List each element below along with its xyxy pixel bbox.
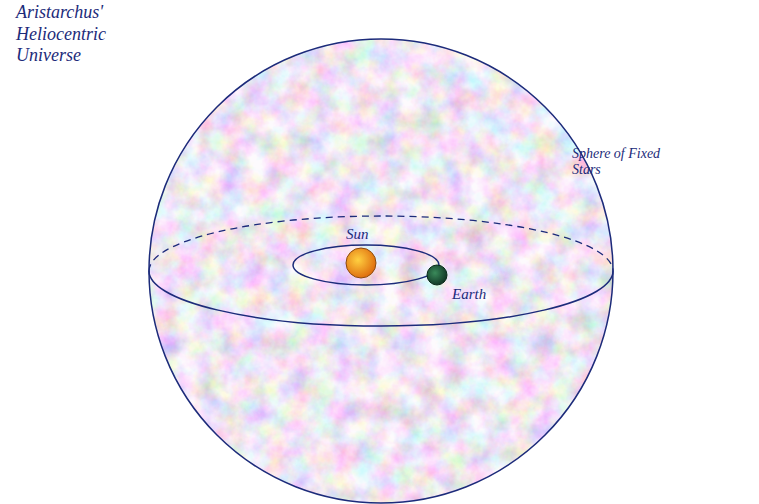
- sun-label: Sun: [346, 226, 369, 243]
- sun-symbol: [346, 248, 376, 278]
- diagram-title: Aristarchus' Heliocentric Universe: [16, 2, 141, 67]
- sphere-label: Sphere of Fixed Stars: [572, 146, 667, 178]
- earth-label: Earth: [452, 286, 486, 303]
- sphere-texture: [140, 30, 625, 504]
- earth-symbol: [427, 265, 447, 285]
- sphere-outline: [149, 39, 613, 503]
- equator-front: [149, 271, 613, 326]
- earth-orbit: [293, 245, 439, 285]
- equator-back: [149, 216, 613, 271]
